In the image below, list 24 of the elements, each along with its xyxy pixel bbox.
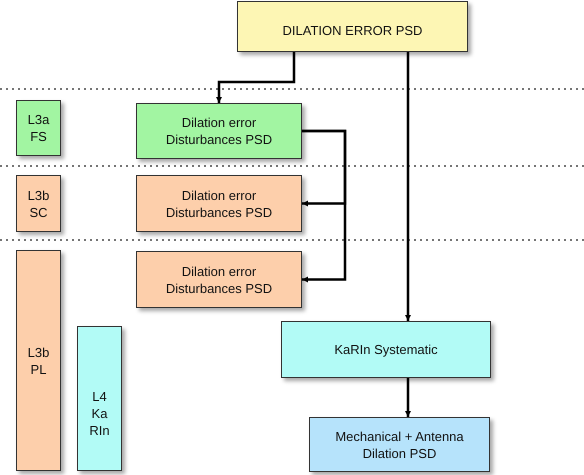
box-label: L3b SC xyxy=(26,186,50,220)
process-box xyxy=(136,175,302,232)
box-label: DILATION ERROR PSD xyxy=(282,22,422,39)
box-label: Dilation error Disturbances PSD xyxy=(164,114,274,148)
process-box xyxy=(237,1,468,52)
arrow xyxy=(216,52,296,103)
arrow xyxy=(405,52,411,321)
box-label: L3a FS xyxy=(26,111,50,145)
box-label: KaRIn Systematic xyxy=(334,341,438,358)
process-box xyxy=(136,251,302,308)
box-label: Dilation error Disturbances PSD xyxy=(164,186,274,220)
process-box xyxy=(77,326,122,471)
process-box xyxy=(281,321,491,378)
box-label: Mechanical + Antenna Dilation PSD xyxy=(334,428,465,462)
box-label: Dilation error Disturbances PSD xyxy=(164,262,274,296)
arrow xyxy=(405,378,411,417)
arrow xyxy=(302,130,346,282)
box-label: L4 Ka RIn xyxy=(88,388,111,439)
process-box xyxy=(309,417,490,472)
box-label: L3b PL xyxy=(26,344,50,378)
process-box xyxy=(136,103,302,159)
process-box xyxy=(16,100,61,156)
process-box xyxy=(16,250,61,471)
process-box xyxy=(16,175,61,232)
